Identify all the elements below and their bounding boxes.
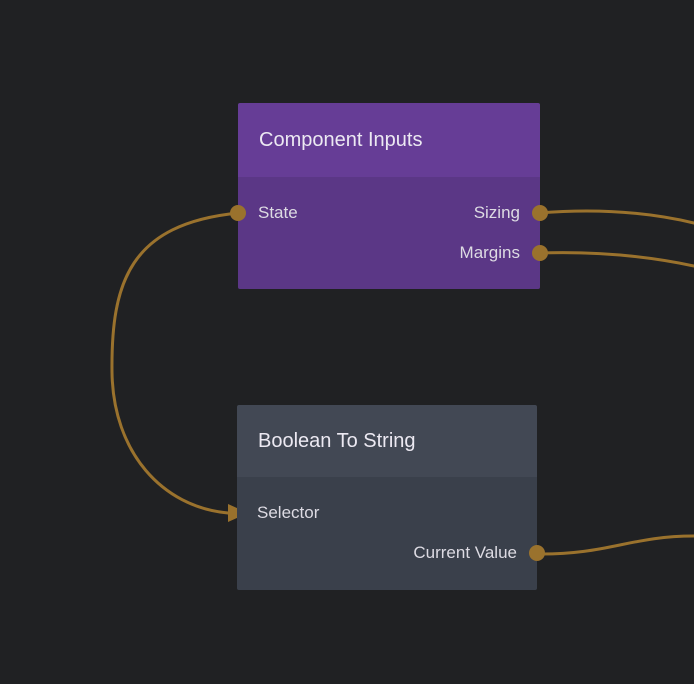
port-label-margins: Margins xyxy=(459,243,520,262)
port-dot-state[interactable] xyxy=(230,205,246,221)
port-dot-sizing[interactable] xyxy=(532,205,548,221)
node-title: Component Inputs xyxy=(259,128,423,151)
node-boolean-to-string[interactable]: Boolean To String Selector Current Value xyxy=(237,405,545,590)
node-component-inputs-header[interactable]: Component Inputs xyxy=(238,103,540,177)
node-component-inputs-body: State Sizing Margins xyxy=(238,177,540,289)
port-label-selector: Selector xyxy=(257,503,320,522)
node-component-inputs[interactable]: Component Inputs State Sizing Margins xyxy=(230,103,548,289)
wire-margins-to-offscreen-right[interactable] xyxy=(537,251,694,268)
port-row: Current Value xyxy=(237,533,537,573)
port-label-current-value: Current Value xyxy=(413,543,517,562)
port-dot-current-value[interactable] xyxy=(529,545,545,561)
wire-state-to-selector[interactable] xyxy=(110,211,240,515)
node-title: Boolean To String xyxy=(258,429,416,452)
port-dot-margins[interactable] xyxy=(532,245,548,261)
port-row: Margins xyxy=(238,233,540,273)
port-row: State Sizing xyxy=(238,193,540,233)
port-label-sizing: Sizing xyxy=(473,203,520,222)
node-boolean-to-string-header[interactable]: Boolean To String xyxy=(237,405,537,477)
node-boolean-to-string-body: Selector Current Value xyxy=(237,477,537,590)
port-label-state: State xyxy=(258,203,298,222)
wire-current-value-to-offscreen-right[interactable] xyxy=(534,534,694,556)
wire-sizing-to-offscreen-right[interactable] xyxy=(537,209,694,225)
port-row: Selector xyxy=(237,493,537,533)
